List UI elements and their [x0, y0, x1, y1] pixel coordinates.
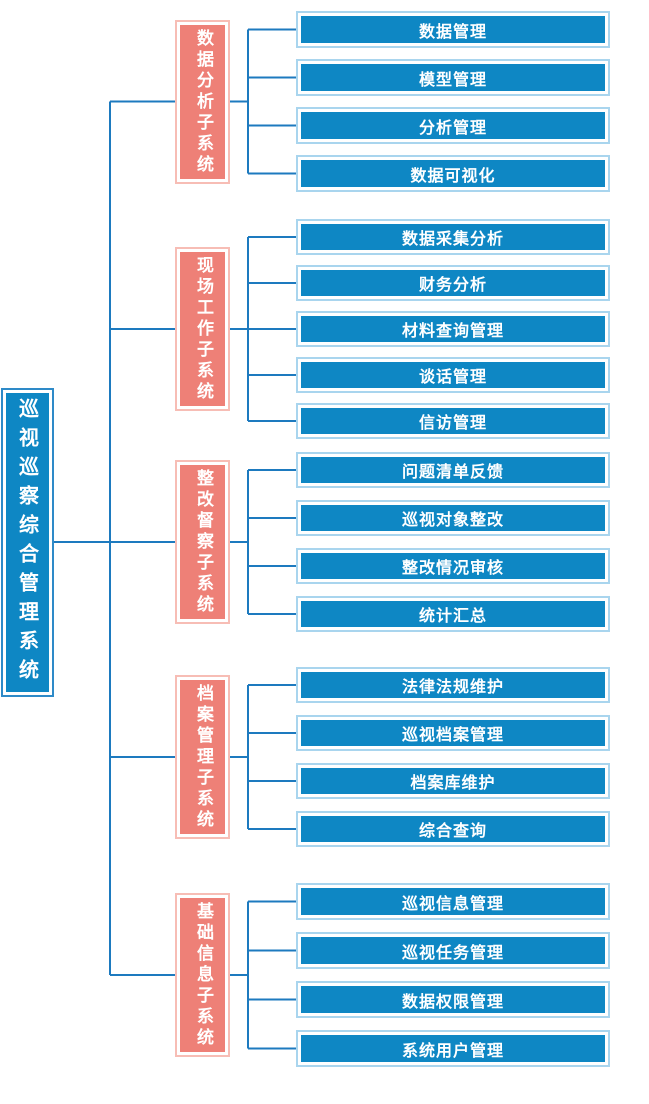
module-box: 档案库维护 — [296, 763, 610, 799]
leaf-column-basic-info: 巡视信息管理 巡视任务管理 数据权限管理 系统用户管理 — [296, 883, 610, 1067]
root-node: 巡视巡察综合管理系统 — [1, 388, 54, 697]
module-label: 数据采集分析 — [301, 224, 605, 250]
module-label: 统计汇总 — [301, 601, 605, 627]
leaf-column-field-work: 数据采集分析 财务分析 材料查询管理 谈话管理 信访管理 — [296, 219, 610, 439]
subsystem-label: 数据分析子系统 — [193, 28, 213, 176]
module-box: 问题清单反馈 — [296, 452, 610, 488]
module-box: 巡视档案管理 — [296, 715, 610, 751]
module-box: 巡视对象整改 — [296, 500, 610, 536]
module-label: 模型管理 — [301, 64, 605, 91]
module-box: 数据可视化 — [296, 155, 610, 192]
module-box: 整改情况审核 — [296, 548, 610, 584]
module-label: 巡视档案管理 — [301, 720, 605, 746]
module-label: 整改情况审核 — [301, 553, 605, 579]
module-box: 材料查询管理 — [296, 311, 610, 347]
subsystem-node-rectification: 整改督察子系统 — [175, 460, 230, 624]
module-label: 巡视对象整改 — [301, 505, 605, 531]
module-label: 巡视任务管理 — [301, 937, 605, 964]
module-label: 数据管理 — [301, 16, 605, 43]
module-label: 综合查询 — [301, 816, 605, 842]
module-label: 财务分析 — [301, 270, 605, 296]
module-label: 档案库维护 — [301, 768, 605, 794]
module-box: 谈话管理 — [296, 357, 610, 393]
module-box: 信访管理 — [296, 403, 610, 439]
root-node-label: 巡视巡察综合管理系统 — [15, 397, 40, 688]
module-label: 数据权限管理 — [301, 986, 605, 1013]
module-box: 分析管理 — [296, 107, 610, 144]
module-box: 巡视任务管理 — [296, 932, 610, 969]
module-label: 分析管理 — [301, 112, 605, 139]
module-label: 问题清单反馈 — [301, 457, 605, 483]
module-box: 巡视信息管理 — [296, 883, 610, 920]
subsystem-label: 现场工作子系统 — [193, 255, 213, 403]
module-label: 法律法规维护 — [301, 672, 605, 698]
module-box: 法律法规维护 — [296, 667, 610, 703]
module-box: 综合查询 — [296, 811, 610, 847]
leaf-column-rectification: 问题清单反馈 巡视对象整改 整改情况审核 统计汇总 — [296, 452, 610, 632]
leaf-column-data-analysis: 数据管理 模型管理 分析管理 数据可视化 — [296, 11, 610, 192]
module-box: 数据权限管理 — [296, 981, 610, 1018]
subsystem-label: 基础信息子系统 — [193, 901, 213, 1049]
module-box: 数据管理 — [296, 11, 610, 48]
module-label: 谈话管理 — [301, 362, 605, 388]
module-label: 信访管理 — [301, 408, 605, 434]
module-label: 系统用户管理 — [301, 1035, 605, 1062]
module-box: 数据采集分析 — [296, 219, 610, 255]
subsystem-node-archive: 档案管理子系统 — [175, 675, 230, 839]
root-node-fill: 巡视巡察综合管理系统 — [6, 393, 49, 692]
module-box: 统计汇总 — [296, 596, 610, 632]
module-label: 巡视信息管理 — [301, 888, 605, 915]
subsystem-label: 整改督察子系统 — [193, 468, 213, 616]
subsystem-node-field-work: 现场工作子系统 — [175, 247, 230, 411]
module-box: 财务分析 — [296, 265, 610, 301]
leaf-column-archive: 法律法规维护 巡视档案管理 档案库维护 综合查询 — [296, 667, 610, 847]
subsystem-node-data-analysis: 数据分析子系统 — [175, 20, 230, 184]
module-box: 系统用户管理 — [296, 1030, 610, 1067]
subsystem-node-basic-info: 基础信息子系统 — [175, 893, 230, 1057]
module-box: 模型管理 — [296, 59, 610, 96]
module-label: 材料查询管理 — [301, 316, 605, 342]
subsystem-label: 档案管理子系统 — [193, 683, 213, 831]
module-label: 数据可视化 — [301, 160, 605, 187]
